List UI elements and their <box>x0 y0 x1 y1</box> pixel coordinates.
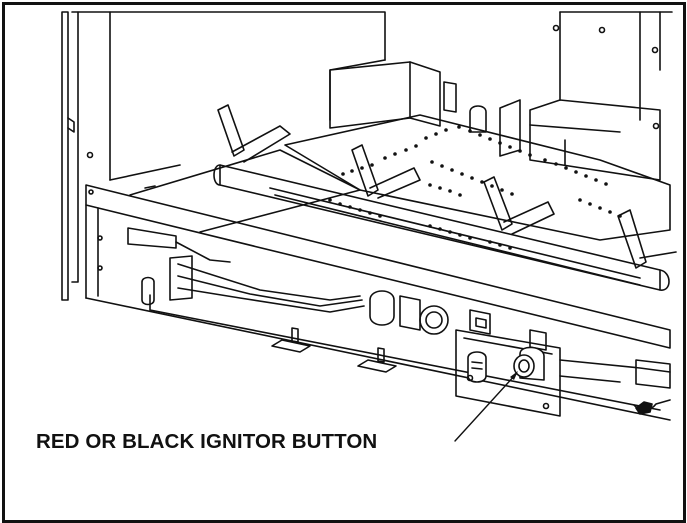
valve-housing <box>329 61 661 181</box>
callout-leader-line <box>454 371 518 442</box>
callout-label: RED OR BLACK IGNITOR BUTTON <box>36 430 378 453</box>
control-cavity <box>127 227 491 335</box>
ignitor-button <box>513 354 535 378</box>
floor-brackets <box>271 327 397 373</box>
wiring-harness <box>559 359 671 415</box>
valve-control-panel <box>455 329 561 417</box>
back-wall <box>109 11 673 181</box>
grate-fingers <box>217 104 677 269</box>
burner-pan <box>129 114 671 241</box>
log-grate <box>213 164 670 291</box>
